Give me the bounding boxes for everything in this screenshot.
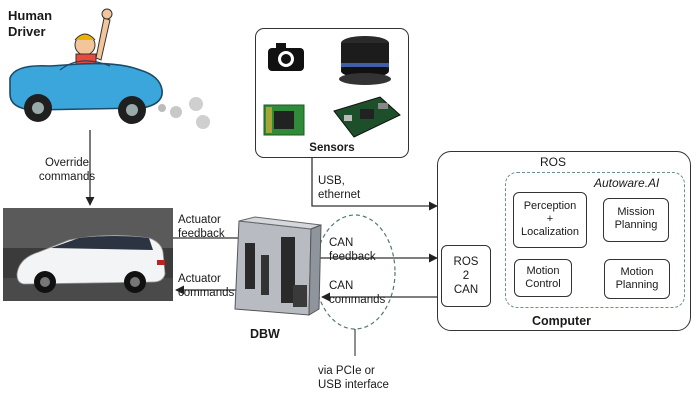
ros2can-box: ROS 2 CAN [441, 245, 491, 307]
minivan-photo [3, 208, 173, 301]
camera-icon [268, 43, 304, 71]
computer-label: Computer [532, 314, 592, 328]
motion-control-box: Motion Control [514, 259, 572, 297]
interface-label: via PCIe or USB interface [318, 365, 389, 391]
sensors-box: Sensors [255, 28, 409, 158]
motion-planning-box: Motion Planning [604, 259, 670, 299]
gnss-module-icon [263, 104, 305, 136]
override-label: Override commands [38, 157, 96, 183]
dbw-module-image [234, 216, 322, 316]
cartoon-car-image [9, 8, 210, 129]
mission-planning-box: Mission Planning [603, 198, 669, 242]
dbw-label: DBW [250, 327, 280, 341]
lidar-icon [339, 36, 391, 85]
human-driver-label: Human Driver [8, 8, 53, 39]
sensor-to-computer-arrow [311, 158, 438, 211]
ros2can-line1: ROS [453, 256, 479, 268]
can-commands-label: CAN commands [329, 280, 386, 306]
ros-label: ROS [540, 155, 567, 169]
ros2can-line3: CAN [453, 284, 479, 296]
sensor-link-label: USB, ethernet [318, 175, 361, 201]
can-feedback-label: CAN feedback [329, 237, 376, 263]
actuator-feedback-label: Actuator feedback [178, 214, 225, 240]
autoware-region [505, 172, 685, 308]
ros2can-line2: 2 [462, 270, 470, 282]
perception-box: Perception + Localization [513, 192, 587, 248]
interface-ellipse [314, 214, 396, 330]
imu-board-icon [333, 96, 401, 138]
actuator-commands-label: Actuator commands [178, 273, 235, 299]
autoware-title: Autoware.AI [594, 176, 660, 190]
sensors-title: Sensors [309, 142, 355, 154]
